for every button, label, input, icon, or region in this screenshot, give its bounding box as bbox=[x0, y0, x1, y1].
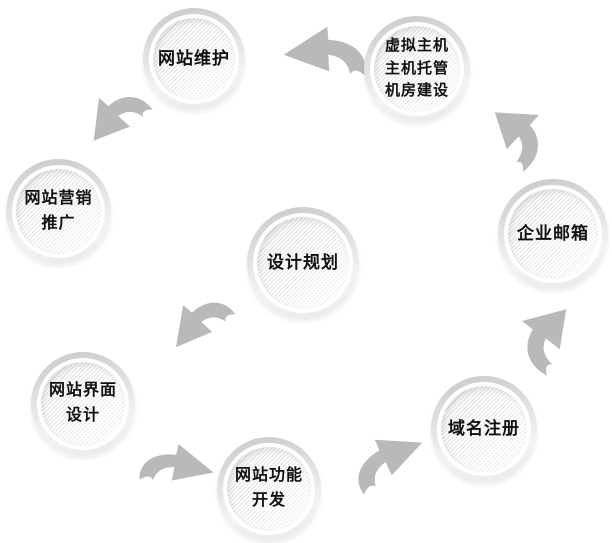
node-function-development-label: 网站功能 开发 bbox=[234, 467, 303, 509]
node-hosting-services: 虚拟主机 主机托管 机房建设 bbox=[364, 16, 470, 122]
node-hosting-services-label: 虚拟主机 主机托管 机房建设 bbox=[384, 37, 449, 100]
node-ui-design-label: 网站界面 设计 bbox=[48, 382, 117, 424]
node-ui-design: 网站界面 设计 bbox=[31, 352, 135, 456]
node-site-marketing: 网站营销 推广 bbox=[6, 159, 111, 264]
node-domain-registration-label: 域名注册 bbox=[448, 418, 520, 438]
arrow-email-to-hosting-icon bbox=[466, 81, 569, 184]
arrow-hosting-to-maintenance-icon bbox=[277, 18, 372, 88]
arrow-ui-design-to-development-icon bbox=[132, 431, 223, 500]
node-site-marketing-label: 网站营销 推广 bbox=[24, 189, 93, 232]
node-design-planning-label: 设计规划 bbox=[267, 252, 339, 272]
arrow-development-to-domain-icon bbox=[335, 411, 442, 507]
node-enterprise-email-label: 企业邮箱 bbox=[517, 223, 589, 243]
arrow-maintenance-to-marketing-icon bbox=[66, 68, 165, 167]
node-site-maintenance-label: 网站维护 bbox=[158, 48, 230, 68]
node-domain-registration: 域名注册 bbox=[431, 376, 537, 482]
node-function-development: 网站功能 开发 bbox=[217, 437, 321, 541]
node-enterprise-email: 企业邮箱 bbox=[498, 179, 608, 289]
node-design-planning: 设计规划 bbox=[247, 207, 359, 319]
arrow-center-to-ui-design-icon bbox=[149, 274, 247, 372]
arrow-domain-to-email-icon bbox=[494, 283, 598, 388]
node-site-maintenance: 网站维护 bbox=[143, 8, 245, 110]
